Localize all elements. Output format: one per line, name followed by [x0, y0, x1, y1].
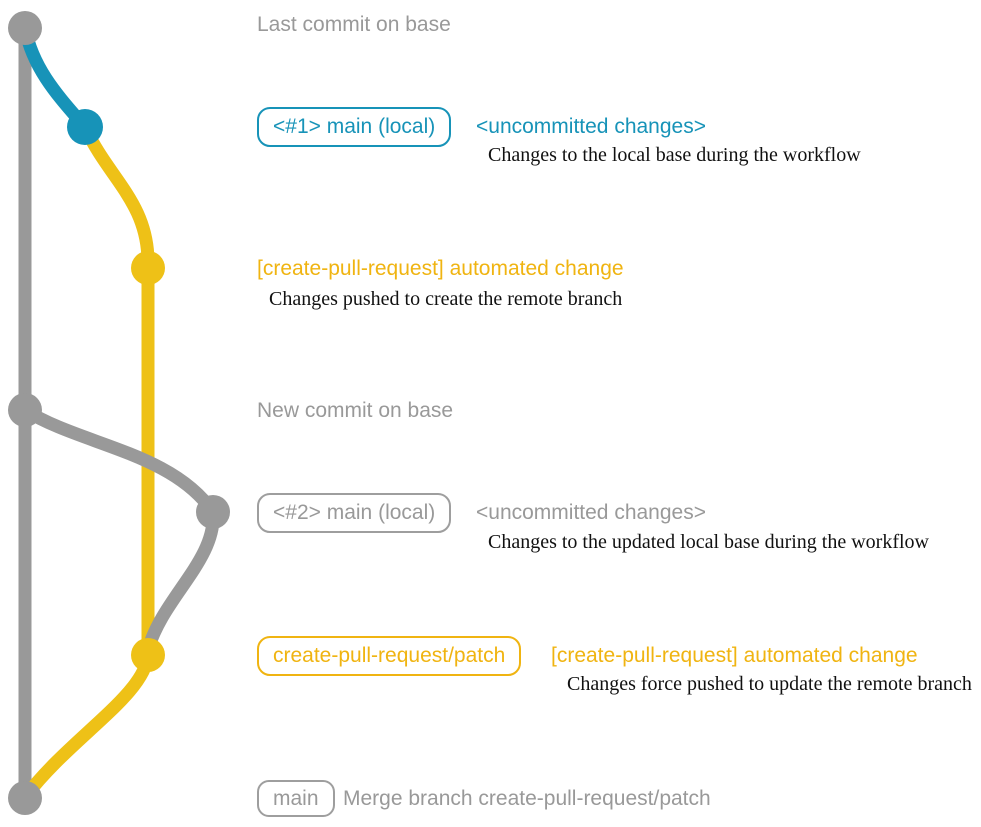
branch-label-main-text: main [273, 786, 319, 810]
description-push-create: Changes pushed to create the remote bran… [269, 288, 623, 310]
description-force-push: Changes force pushed to update the remot… [567, 673, 972, 695]
branch-label-patch-text: create-pull-request/patch [273, 644, 506, 667]
commit-message-automated-change-2: [create-pull-request] automated change [551, 644, 918, 667]
patch-branch-line [78, 120, 155, 662]
header-new-commit-on-base: New commit on base [257, 399, 454, 422]
branch-label-main-local-1-text: <#1> main (local) [273, 115, 436, 138]
commit-base-tip [8, 11, 42, 45]
branch-label-main: main [257, 780, 335, 817]
local-main-rebase-curve [141, 505, 220, 657]
description-local-base-2: Changes to the updated local base during… [488, 531, 929, 553]
commit-merge [8, 781, 42, 815]
commit-patch-1 [131, 251, 165, 285]
branch-label-main-local-1: <#1> main (local) [257, 107, 452, 147]
header-last-commit-on-base: Last commit on base [257, 13, 451, 36]
commit-local-main-1 [67, 109, 103, 145]
commit-message-automated-change-1: [create-pull-request] automated change [257, 257, 624, 280]
patch-merge-curve [19, 648, 155, 803]
branch-label-main-local-2: <#2> main (local) [257, 493, 452, 533]
commit-patch-2 [131, 638, 165, 672]
commit-base-new [8, 393, 42, 427]
branch-label-main-local-2-text: <#2> main (local) [273, 501, 436, 524]
commit-message-merge: Merge branch create-pull-request/patch [343, 787, 711, 810]
description-local-base-1: Changes to the local base during the wor… [488, 144, 861, 166]
branch-label-patch: create-pull-request/patch [257, 636, 522, 676]
status-uncommitted-changes-1: <uncommitted changes> [476, 115, 706, 138]
status-uncommitted-changes-2: <uncommitted changes> [476, 501, 706, 524]
commit-local-main-2 [196, 495, 230, 529]
base-update-curve [18, 403, 220, 519]
commit-graph [8, 11, 230, 815]
